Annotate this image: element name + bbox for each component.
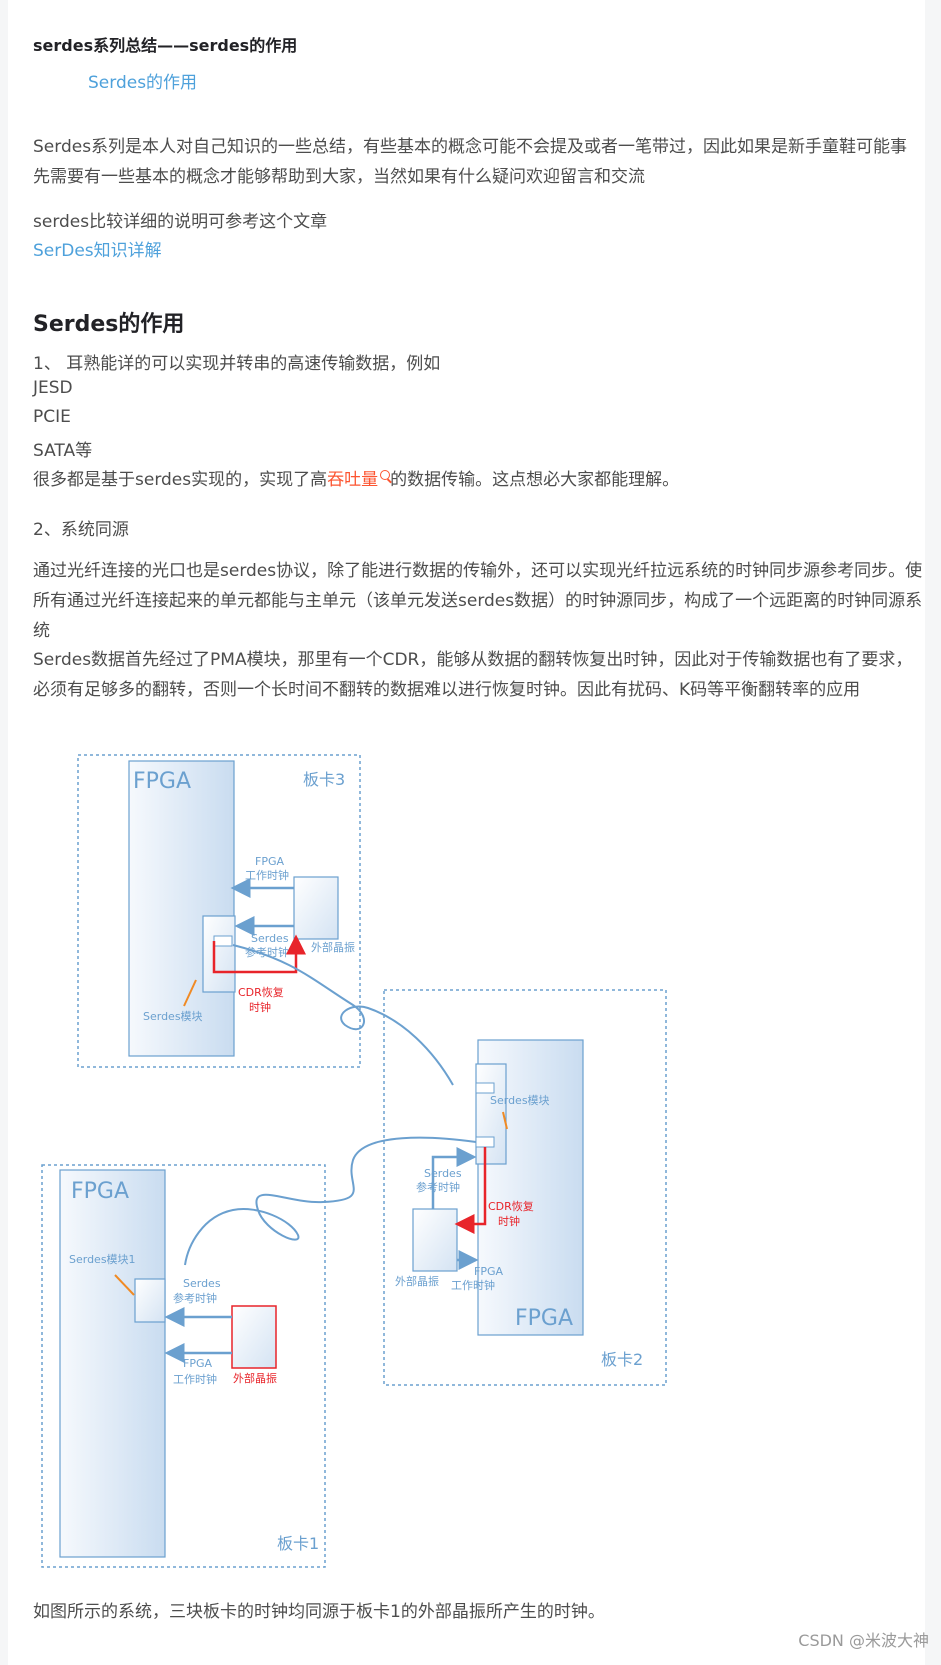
board2-cdr-l1: CDR恢复: [488, 1199, 534, 1213]
board2-cdr-l2: 时钟: [498, 1214, 520, 1228]
board2-border: [383, 989, 667, 1386]
board1-serdes-ref-l2: 参考时钟: [173, 1291, 217, 1305]
board3-pointer: [183, 979, 197, 1007]
board1-osc-label: 外部晶振: [233, 1371, 277, 1385]
board2-serdes-mod-label: Serdes模块: [490, 1094, 550, 1107]
board3-serdes-port: [213, 935, 233, 947]
board3-cdr-l1: CDR恢复: [238, 985, 284, 999]
board2-osc-label: 外部晶振: [395, 1274, 439, 1288]
board3-serdes-ref-l2: 参考时钟: [245, 945, 289, 959]
csdn-watermark: CSDN @米波大神: [798, 1631, 929, 1650]
intro-paragraph: Serdes系列是本人对自己知识的一些总结，有些基本的概念可能不会提及或者一笔带…: [33, 137, 908, 187]
board1-fpga-block: [59, 1169, 166, 1558]
protocol-pcie: PCIE: [33, 407, 71, 427]
board2-serdes-ref-l2: 参考时钟: [416, 1180, 460, 1194]
board3-oscillator: [293, 876, 339, 940]
board2-serdes-port-b: [475, 1136, 495, 1148]
board1-fpga-clk-l2: 工作时钟: [173, 1372, 217, 1386]
section-heading: Serdes的作用: [33, 312, 185, 337]
throughput-line: 很多都是基于serdes实现的，实现了高吞吐量的数据传输。这点想必大家都能理解。: [33, 465, 679, 490]
board3-serdes-mod-label: Serdes模块: [143, 1010, 203, 1023]
board2-label: 板卡2: [601, 1350, 643, 1369]
clock-sync-diagram: FPGA 板卡3 FPGA 工作时钟 Serdes 参考时钟 外部晶振 CDR恢…: [41, 754, 667, 1568]
board2-fpga-clk-l1: FPGA: [474, 1265, 503, 1278]
board2-oscillator: [412, 1208, 458, 1272]
board1-label: 板卡1: [277, 1534, 319, 1553]
board2-serdes-module: [475, 1063, 507, 1165]
board3-label: 板卡3: [303, 770, 345, 789]
search-icon[interactable]: [380, 470, 391, 480]
article-title: serdes系列总结——serdes的作用: [33, 36, 298, 55]
cdr-paragraph: Serdes数据首先经过了PMA模块，那里有一个CDR，能够从数据的翻转恢复出时…: [33, 650, 913, 700]
board3-cdr-l2: 时钟: [249, 1000, 271, 1014]
board3-fpga-clk-l1: FPGA: [255, 855, 284, 868]
board2-serdes-ref-l1: Serdes: [424, 1167, 462, 1180]
sync-paragraph: 通过光纤连接的光口也是serdes协议，除了能进行数据的传输外，还可以实现光纤拉…: [33, 561, 923, 641]
board1-fpga-label: FPGA: [71, 1179, 129, 1204]
item2-text: 2、系统同源: [33, 520, 129, 540]
board2-pointer: [502, 1111, 508, 1130]
board3-border: [77, 754, 361, 1068]
article-card: serdes系列总结——serdes的作用 Serdes的作用 Serdes系列…: [8, 0, 925, 1665]
board3-serdes-module: [202, 915, 236, 993]
board3-osc-label: 外部晶振: [311, 940, 355, 954]
board2-serdes-port-a: [475, 1082, 495, 1094]
board3-fpga-label: FPGA: [133, 769, 191, 794]
item1-text: 1、 耳熟能详的可以实现并转串的高速传输数据，例如: [33, 354, 441, 374]
throughput-before: 很多都是基于serdes实现的，实现了高: [33, 470, 328, 490]
board1-serdes-mod-label: Serdes模块1: [69, 1253, 136, 1266]
conclusion-text: 如图所示的系统，三块板卡的时钟均同源于板卡1的外部晶振所产生的时钟。: [33, 1602, 605, 1622]
board2-cdr-arrow: [454, 1147, 487, 1234]
reference-text: serdes比较详细的说明可参考这个文章: [33, 212, 328, 232]
board2-fpga-clk-l2: 工作时钟: [451, 1278, 495, 1292]
board3-fpga-block: [128, 760, 235, 1057]
toc-item-serdes-role[interactable]: Serdes的作用: [88, 73, 198, 93]
board3-fpga-clk-l2: 工作时钟: [245, 868, 289, 882]
board1-serdes-ref-l1: Serdes: [183, 1277, 221, 1290]
keyword-throughput-link[interactable]: 吞吐量: [327, 470, 379, 490]
board2-fpga-label: FPGA: [515, 1306, 573, 1331]
board3-serdes-ref-l1: Serdes: [251, 932, 289, 945]
protocol-jesd: JESD: [33, 378, 73, 398]
board2: FPGA 板卡2 Serdes模块 Serdes 参考时钟 CDR恢复 时钟 外…: [383, 989, 667, 1386]
board3-cdr-arrow: [212, 934, 306, 974]
reference-link[interactable]: SerDes知识详解: [33, 241, 162, 261]
board3: FPGA 板卡3 FPGA 工作时钟 Serdes 参考时钟 外部晶振 CDR恢…: [77, 754, 361, 1068]
board1-oscillator: [231, 1305, 277, 1369]
board1-serdes-module: [134, 1278, 166, 1323]
fiber-board2-board1: [184, 1136, 477, 1266]
protocol-sata: SATA等: [33, 441, 93, 461]
board2-serdes-ref-arrow: [431, 1147, 477, 1209]
board1-pointer: [114, 1274, 135, 1296]
board2-fpga-block: [477, 1039, 584, 1336]
throughput-after: 的数据传输。这点想必大家都能理解。: [390, 470, 680, 490]
board1: FPGA 板卡1 Serdes模块1 Serdes 参考时钟 FPGA 工作时钟…: [41, 1164, 326, 1568]
fiber-board3-board2: [232, 944, 454, 1086]
board1-fpga-clk-l1: FPGA: [183, 1357, 212, 1370]
